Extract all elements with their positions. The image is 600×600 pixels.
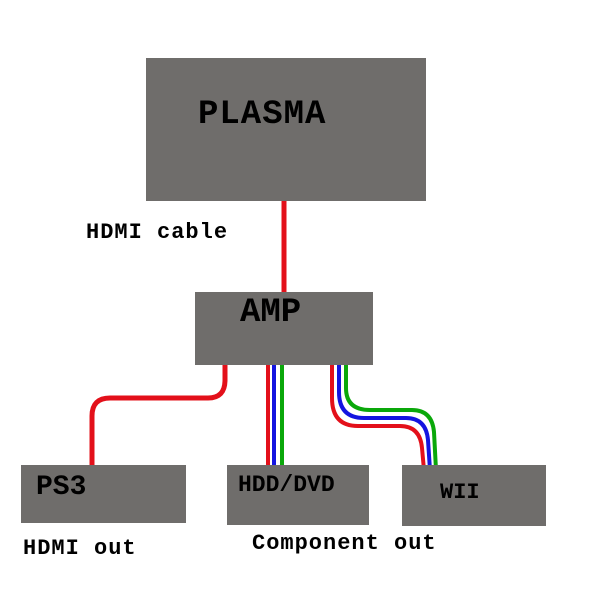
plasma-box (146, 58, 426, 201)
plasma-label: PLASMA (198, 96, 327, 134)
ps3-box (21, 465, 186, 523)
wii-box (402, 465, 546, 526)
wii-label: WII (440, 480, 480, 505)
component-out-caption: Component out (252, 531, 437, 556)
ps3-label: PS3 (36, 472, 87, 503)
hdmi-out-caption: HDMI out (23, 536, 137, 561)
hdd-dvd-label: HDD/DVD (238, 472, 335, 498)
component-cable-wii-red (330, 364, 426, 471)
component-cable-wii-green (344, 364, 438, 471)
hdmi-cable-caption: HDMI cable (86, 220, 229, 245)
hdmi-cable-amp-ps3 (89, 364, 228, 468)
amp-label: AMP (240, 294, 302, 332)
component-cable-wii-blue (337, 364, 432, 471)
hdd-dvd-box (227, 465, 369, 525)
amp-box (195, 292, 373, 365)
